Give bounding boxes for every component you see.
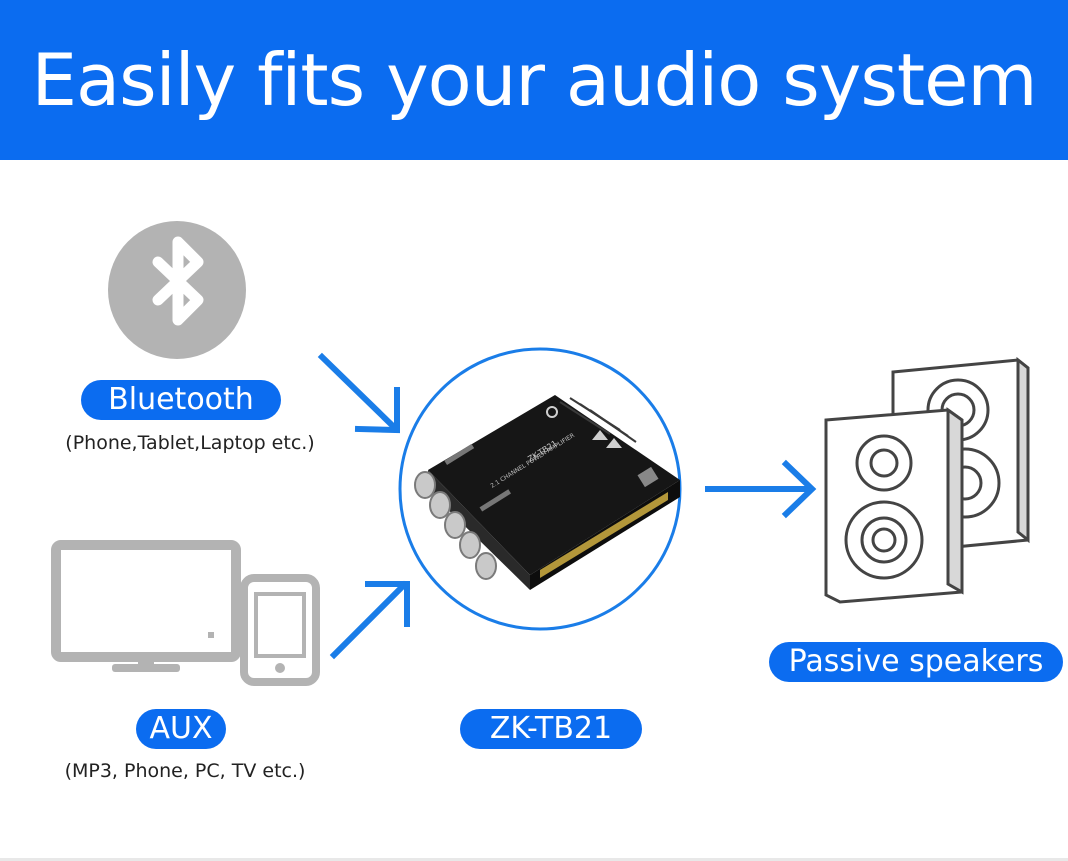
arrow-amp-to-speakers — [705, 459, 817, 519]
arrow-bluetooth-to-amp — [317, 352, 400, 434]
bottom-divider — [0, 858, 1068, 861]
speakers-icon — [824, 356, 1030, 604]
header-banner: Easily fits your audio system — [0, 0, 1068, 160]
amplifier-board-image: ZK-TB21 2.1 CHANNEL POWER AMPLIFIER — [414, 395, 680, 590]
monitor-phone-icon — [51, 540, 320, 686]
bluetooth-caption: (Phone,Tablet,Laptop etc.) — [65, 432, 315, 454]
page-title: Easily fits your audio system — [31, 38, 1037, 122]
arrow-aux-to-amp — [329, 580, 410, 660]
passive-speakers-label: Passive speakers — [769, 642, 1063, 682]
aux-caption: (MP3, Phone, PC, TV etc.) — [64, 760, 306, 782]
bluetooth-icon — [108, 221, 246, 359]
bluetooth-label: Bluetooth — [81, 380, 281, 420]
aux-label: AUX — [136, 709, 226, 749]
amplifier-label: ZK-TB21 — [460, 709, 642, 749]
